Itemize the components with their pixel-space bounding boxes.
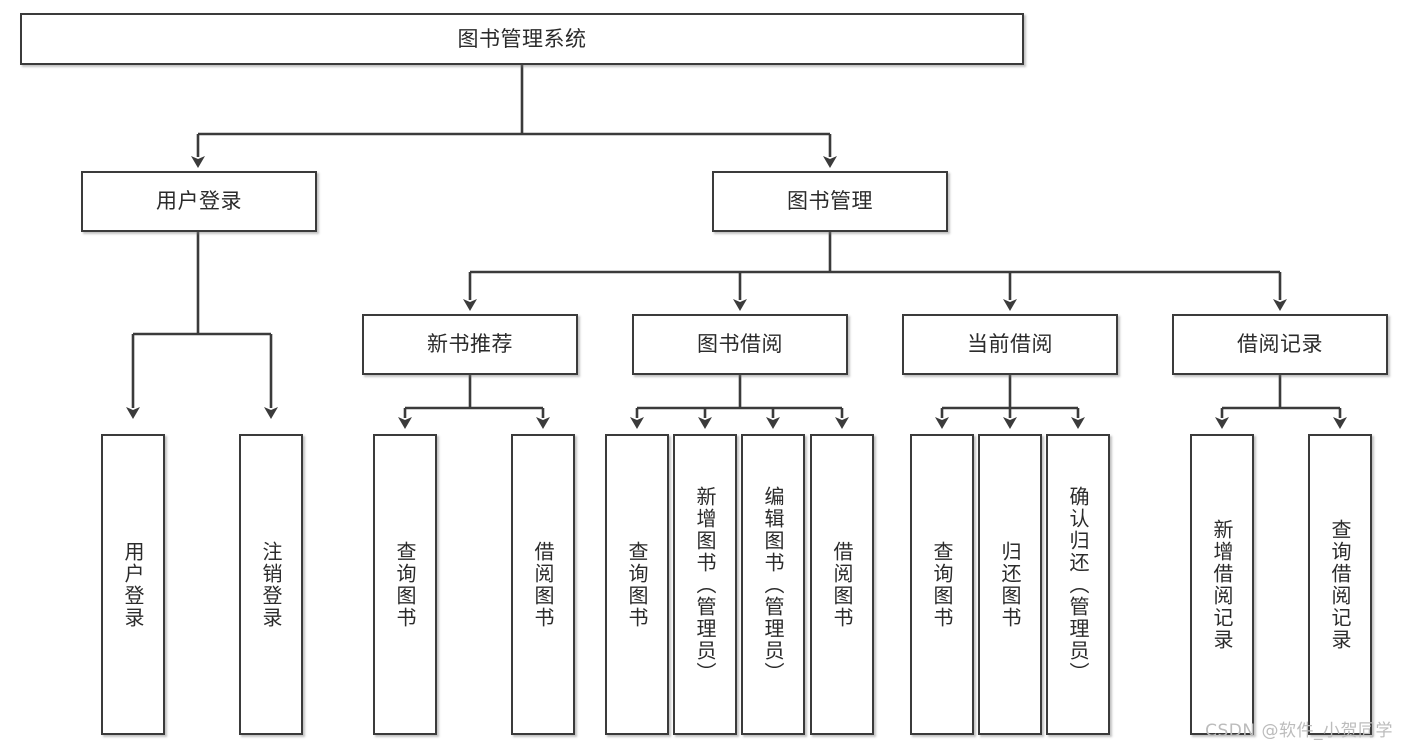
leaf-current-return-book[interactable]: 归还图书 — [978, 434, 1042, 735]
leaf-recommend-query-book-label: 查询图书 — [393, 540, 417, 629]
node-book-borrow-label: 图书借阅 — [697, 332, 783, 357]
leaf-borrow-query-book[interactable]: 查询图书 — [605, 434, 669, 735]
leaf-record-query-record-label: 查询借阅记录 — [1328, 518, 1352, 651]
leaf-borrow-edit-book-label: 编辑图书（管理员） — [761, 485, 785, 684]
leaf-borrow-borrow-book-label: 借阅图书 — [830, 540, 854, 629]
leaf-current-confirm-return[interactable]: 确认归还（管理员） — [1046, 434, 1110, 735]
leaf-record-add-record[interactable]: 新增借阅记录 — [1190, 434, 1254, 735]
node-new-book-recommend[interactable]: 新书推荐 — [362, 314, 578, 375]
node-book-management-label: 图书管理 — [787, 189, 873, 214]
leaf-recommend-borrow-book[interactable]: 借阅图书 — [511, 434, 575, 735]
leaf-user-login-login[interactable]: 用户登录 — [101, 434, 165, 735]
node-book-borrow[interactable]: 图书借阅 — [632, 314, 848, 375]
node-root[interactable]: 图书管理系统 — [20, 13, 1024, 65]
leaf-recommend-borrow-book-label: 借阅图书 — [531, 540, 555, 629]
leaf-borrow-edit-book[interactable]: 编辑图书（管理员） — [741, 434, 805, 735]
node-borrow-record-label: 借阅记录 — [1237, 332, 1323, 357]
leaf-borrow-add-book[interactable]: 新增图书（管理员） — [673, 434, 737, 735]
leaf-current-return-book-label: 归还图书 — [998, 540, 1022, 629]
node-new-book-recommend-label: 新书推荐 — [427, 332, 513, 357]
leaf-current-confirm-return-label: 确认归还（管理员） — [1066, 485, 1090, 684]
watermark: CSDN @软件_小贺同学 — [1205, 721, 1393, 741]
node-borrow-record[interactable]: 借阅记录 — [1172, 314, 1388, 375]
leaf-current-query-book[interactable]: 查询图书 — [910, 434, 974, 735]
leaf-borrow-query-book-label: 查询图书 — [625, 540, 649, 629]
node-user-login-label: 用户登录 — [156, 189, 242, 214]
leaf-user-login-login-label: 用户登录 — [121, 540, 145, 629]
node-book-management[interactable]: 图书管理 — [712, 171, 948, 232]
leaf-current-query-book-label: 查询图书 — [930, 540, 954, 629]
node-current-borrow[interactable]: 当前借阅 — [902, 314, 1118, 375]
leaf-recommend-query-book[interactable]: 查询图书 — [373, 434, 437, 735]
node-root-label: 图书管理系统 — [457, 26, 587, 51]
leaf-borrow-add-book-label: 新增图书（管理员） — [693, 485, 717, 684]
leaf-record-add-record-label: 新增借阅记录 — [1210, 518, 1234, 651]
leaf-record-query-record[interactable]: 查询借阅记录 — [1308, 434, 1372, 735]
leaf-borrow-borrow-book[interactable]: 借阅图书 — [810, 434, 874, 735]
leaf-user-login-logout-label: 注销登录 — [259, 540, 283, 629]
node-user-login[interactable]: 用户登录 — [81, 171, 317, 232]
node-current-borrow-label: 当前借阅 — [967, 332, 1053, 357]
leaf-user-login-logout[interactable]: 注销登录 — [239, 434, 303, 735]
